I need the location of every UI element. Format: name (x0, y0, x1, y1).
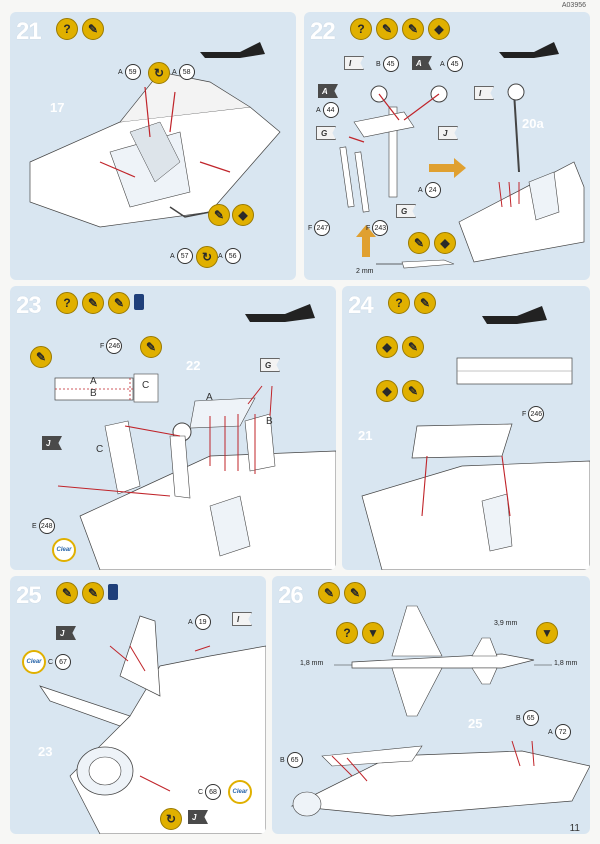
question-icon: ? (56, 292, 78, 314)
rotate-icon: ↻ (148, 62, 170, 84)
part-a-label: A (206, 392, 213, 403)
decal-icon: ◆ (376, 336, 398, 358)
flag-marker: G (396, 204, 416, 218)
paint-jar-icon (134, 294, 144, 310)
rotate-icon: ↻ (196, 246, 218, 268)
part-label-25: 25 (468, 716, 483, 731)
question-icon: ? (56, 18, 78, 40)
flag-marker: I (474, 86, 494, 100)
flag-marker: A (318, 84, 338, 98)
question-icon: ? (350, 18, 372, 40)
paint-brush-icon: ✎ (402, 18, 424, 40)
paint-brush-icon: ✎ (82, 582, 104, 604)
clear-icon: Clear (22, 650, 46, 674)
paint-jar-icon (108, 584, 118, 600)
glue-icon: ✎ (318, 582, 340, 604)
paint-brush-icon: ✎ (30, 346, 52, 368)
question-icon: ? (388, 292, 410, 314)
step-number: 24 (348, 292, 374, 319)
section-b-label: B (90, 388, 97, 399)
paint-brush-icon: ✎ (408, 232, 430, 254)
part-c-label: C (96, 444, 104, 455)
flag-marker: I (344, 56, 364, 70)
question-icon: ? (336, 622, 358, 644)
paint-brush-icon: ✎ (402, 336, 424, 358)
flag-marker: J (188, 810, 208, 824)
step-24-illustration (361, 306, 590, 570)
part-label-20a: 20a (522, 116, 544, 131)
page-number: 11 (569, 823, 580, 834)
dimension-label: 1,8 mm (554, 660, 578, 667)
glue-icon: ✎ (414, 292, 436, 314)
part-label-23: 23 (38, 744, 53, 759)
step-23-illustration (54, 304, 336, 570)
dimension-label: 3,9 mm (494, 620, 518, 627)
clear-icon: Clear (52, 538, 76, 562)
rotate-icon: ↻ (160, 808, 182, 830)
clear-icon: Clear (228, 780, 252, 804)
dimension-label: 2 mm (356, 268, 374, 275)
glue-icon: ✎ (56, 582, 78, 604)
step-22-illustration (339, 42, 585, 269)
step-26-illustration (290, 605, 590, 817)
dimension-label: 1,8 mm (300, 660, 324, 667)
paint-brush-icon: ✎ (108, 292, 130, 314)
paint-brush-icon: ✎ (344, 582, 366, 604)
step-number: 21 (16, 18, 42, 45)
pin-vise-icon: ▼ (362, 622, 384, 644)
part-label-21: 21 (358, 428, 373, 443)
part-label-17: 17 (50, 100, 65, 115)
step-number: 22 (310, 18, 336, 45)
flag-marker: J (56, 626, 76, 640)
section-a-label: A (90, 376, 97, 387)
paint-brush-icon: ✎ (402, 380, 424, 402)
flag-marker: A (412, 56, 432, 70)
flag-marker: J (42, 436, 62, 450)
step-number: 25 (16, 582, 42, 609)
decal-icon: ◆ (434, 232, 456, 254)
paint-brush-icon: ✎ (140, 336, 162, 358)
step-number: 26 (278, 582, 304, 609)
glue-icon: ✎ (82, 292, 104, 314)
step-number: 23 (16, 292, 42, 319)
document-code: A03956 (561, 2, 586, 9)
part-label-22: 22 (186, 358, 201, 373)
paint-brush-icon: ✎ (208, 204, 230, 226)
decal-icon: ◆ (376, 380, 398, 402)
glue-icon: ✎ (82, 18, 104, 40)
pin-vise-icon: ▼ (536, 622, 558, 644)
step-21-illustration (29, 42, 281, 228)
part-b-label: B (266, 416, 273, 427)
decal-icon: ◆ (428, 18, 450, 40)
section-c-label: C (142, 380, 150, 391)
glue-icon: ✎ (376, 18, 398, 40)
decal-icon: ◆ (232, 204, 254, 226)
